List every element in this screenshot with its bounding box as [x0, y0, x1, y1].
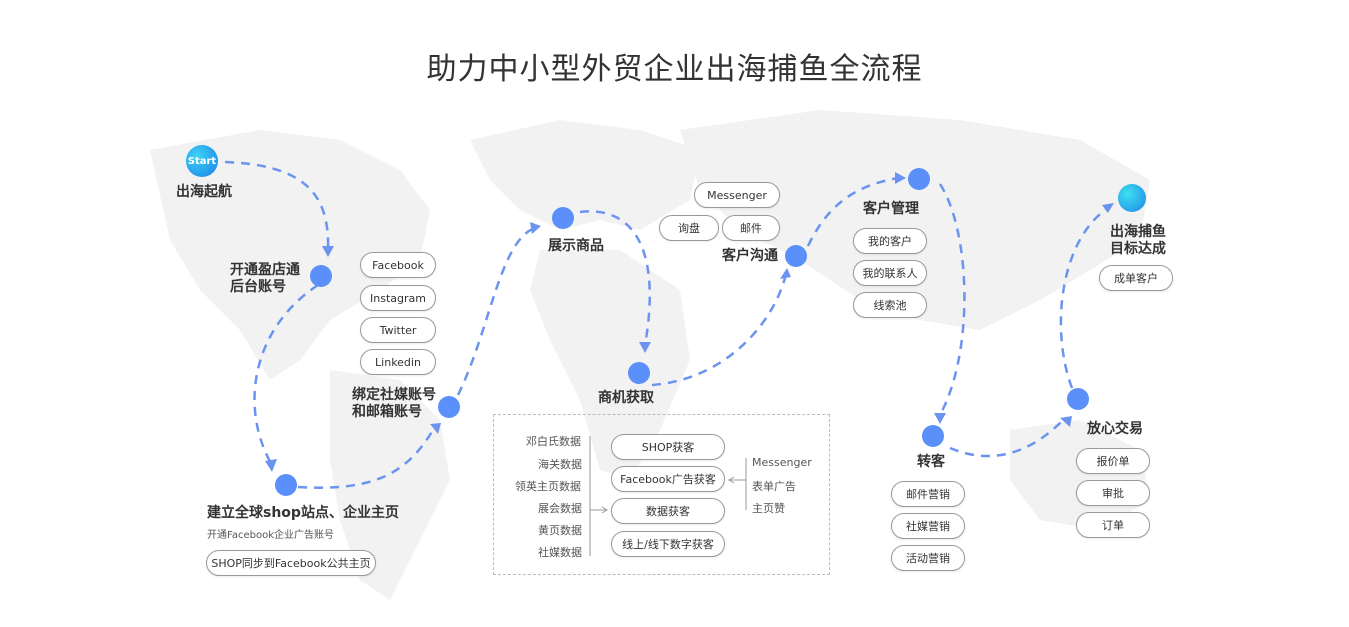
channel-shop[interactable]: SHOP获客 — [611, 434, 725, 460]
channel-facebook-ads[interactable]: Facebook广告获客 — [611, 466, 725, 492]
step-node-2 — [438, 396, 460, 418]
social-option-instagram[interactable]: Instagram — [360, 285, 436, 311]
source-item: 展会数据 — [538, 502, 582, 515]
social-option-twitter[interactable]: Twitter — [360, 317, 436, 343]
comm-option-messenger[interactable]: Messenger — [694, 182, 780, 208]
world-map-background — [150, 110, 1150, 600]
page-title: 助力中小型外贸企业出海捕鱼全流程 — [426, 52, 923, 87]
step-node-8 — [922, 425, 944, 447]
extra-item: 主页赞 — [752, 502, 785, 515]
start-label: 出海起航 — [176, 184, 232, 200]
step3-sub: 开通Facebook企业广告账号 — [207, 530, 334, 541]
source-item: 海关数据 — [538, 458, 582, 471]
step-node-1 — [310, 265, 332, 287]
step-node-9 — [1067, 388, 1089, 410]
channel-data[interactable]: 数据获客 — [611, 498, 725, 524]
lead-sources-box — [493, 414, 830, 575]
marketing-option-social[interactable]: 社媒营销 — [891, 513, 965, 539]
step8-label: 转客 — [917, 454, 945, 470]
social-option-facebook[interactable]: Facebook — [360, 252, 436, 278]
step2-label-line1: 绑定社媒账号 — [352, 387, 436, 403]
marketing-option-email[interactable]: 邮件营销 — [891, 481, 965, 507]
goal-label-line2: 目标达成 — [1110, 241, 1166, 257]
deal-option-approval[interactable]: 审批 — [1076, 480, 1150, 506]
start-badge: Start — [186, 145, 218, 177]
step-node-3 — [275, 474, 297, 496]
channel-online-offline[interactable]: 线上/线下数字获客 — [611, 531, 725, 557]
step7-label: 客户管理 — [863, 201, 919, 217]
shop-sync-option[interactable]: SHOP同步到Facebook公共主页 — [206, 550, 376, 576]
step-node-5 — [628, 362, 650, 384]
step9-label: 放心交易 — [1087, 421, 1143, 437]
extra-item: Messenger — [752, 456, 812, 469]
social-option-linkedin[interactable]: Linkedin — [360, 349, 436, 375]
step-node-4 — [552, 207, 574, 229]
source-item: 邓白氏数据 — [526, 435, 581, 448]
step-node-6 — [785, 245, 807, 267]
goal-label-line1: 出海捕鱼 — [1110, 224, 1166, 240]
deal-option-quote[interactable]: 报价单 — [1076, 448, 1150, 474]
crm-option-my-contacts[interactable]: 我的联系人 — [853, 260, 927, 286]
step1-label-line1: 开通盈店通 — [230, 262, 300, 278]
source-item: 黄页数据 — [538, 524, 582, 537]
step4-label: 展示商品 — [548, 238, 604, 254]
comm-option-email[interactable]: 邮件 — [722, 215, 780, 241]
arrow-heads — [265, 172, 1114, 472]
goal-option-closed-customers[interactable]: 成单客户 — [1099, 265, 1173, 291]
step2-label-line2: 和邮箱账号 — [352, 404, 422, 420]
crm-option-lead-pool[interactable]: 线索池 — [853, 292, 927, 318]
extra-item: 表单广告 — [752, 480, 796, 493]
crm-option-my-customers[interactable]: 我的客户 — [853, 228, 927, 254]
deal-option-order[interactable]: 订单 — [1076, 512, 1150, 538]
step6-label: 客户沟通 — [722, 248, 778, 264]
step5-label: 商机获取 — [598, 390, 654, 406]
marketing-option-event[interactable]: 活动营销 — [891, 545, 965, 571]
step-node-7 — [908, 168, 930, 190]
flow-path — [224, 160, 1109, 489]
source-item: 领英主页数据 — [515, 480, 581, 493]
comm-option-inquiry[interactable]: 询盘 — [659, 215, 719, 241]
goal-badge — [1118, 184, 1146, 212]
source-item: 社媒数据 — [538, 546, 582, 559]
step3-label: 建立全球shop站点、企业主页 — [207, 505, 399, 521]
step1-label-line2: 后台账号 — [230, 279, 286, 295]
